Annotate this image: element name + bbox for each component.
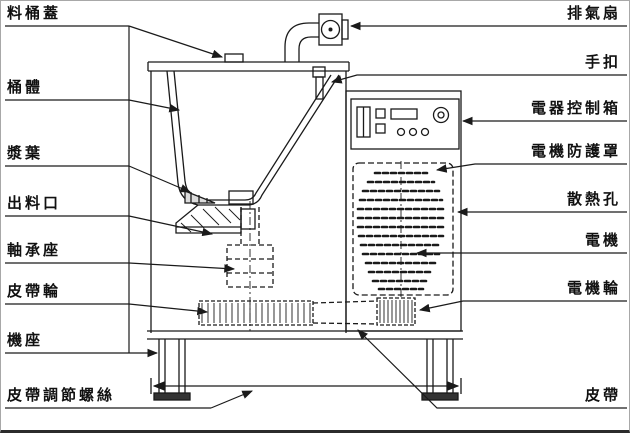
- control-box: [350, 98, 460, 150]
- machine-base-label: 機座: [7, 332, 44, 349]
- belt-adjust-screw-label: 皮帶調節螺絲: [7, 387, 116, 404]
- paddle-blade: [184, 190, 254, 205]
- belt-pulley: [198, 300, 314, 326]
- hand-clasp-label: 手扣: [584, 54, 621, 71]
- motor-cover-label: 電機防護罩: [530, 143, 621, 160]
- control-box-label: 電器控制箱: [530, 100, 621, 117]
- vent-holes-label: 散熱孔: [566, 191, 621, 208]
- machine-base: [153, 339, 459, 401]
- motor-pulley: [376, 297, 416, 326]
- barrel-body-label: 桶體: [7, 79, 44, 96]
- belt: [312, 300, 378, 325]
- machine-drawing: [147, 13, 463, 401]
- belt-pulley-label: 皮帶輪: [7, 283, 62, 300]
- belt-label: 皮帶: [584, 387, 621, 404]
- barrel-lid: [147, 53, 350, 72]
- dimension-line: [150, 378, 462, 394]
- motor-protective-cover: [352, 162, 454, 296]
- barrel-lid-label: 料桶蓋: [7, 5, 62, 22]
- exhaust-fan: [284, 13, 349, 62]
- leader-lines: [5, 21, 627, 409]
- paddle-label: 漿葉: [7, 145, 44, 162]
- exhaust-fan-label: 排氣扇: [566, 5, 621, 22]
- barrel-body: [166, 70, 340, 206]
- motor-pulley-label: 電機輪: [566, 280, 621, 297]
- motor: [356, 161, 446, 299]
- bearing-seat-label: 軸承座: [7, 242, 62, 259]
- motor-label: 電機: [584, 232, 621, 249]
- discharge-outlet-label: 出料口: [7, 195, 62, 212]
